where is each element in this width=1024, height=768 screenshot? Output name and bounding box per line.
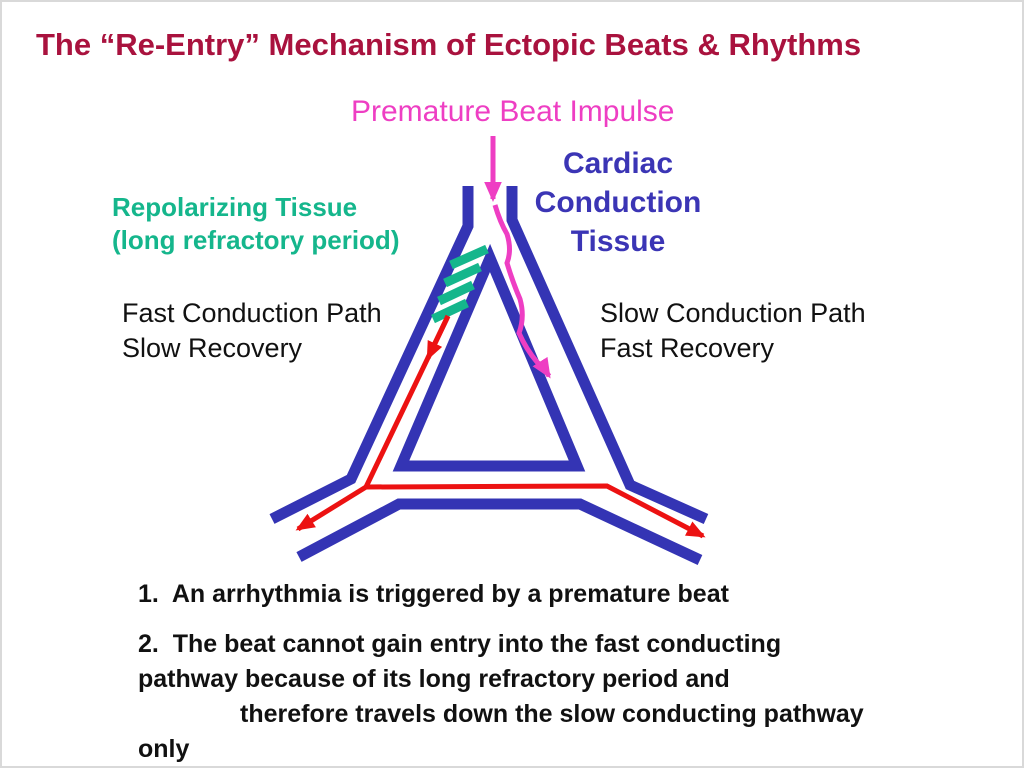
cardiac-conduction-tissue-label: Cardiac Conduction Tissue — [534, 147, 702, 258]
premature-beat-label: Premature Beat Impulse — [351, 95, 675, 128]
hatch-mark — [443, 262, 482, 288]
note-item-2-line-3: therefore travels down the slow conducti… — [240, 700, 864, 728]
repolarizing-tissue-label: Repolarizing Tissue (long refractory per… — [112, 192, 400, 256]
conduction-tissue-triangle — [269, 186, 709, 565]
slow-conduction-path-label: Slow Conduction Path Fast Recovery — [600, 298, 866, 364]
hatch-mark — [437, 280, 475, 306]
hatch-mark — [431, 298, 469, 324]
outer-bottom-wall — [296, 498, 703, 565]
hatch-mark — [449, 244, 489, 270]
note-item-2-line-1: 2. The beat cannot gain entry into the f… — [138, 630, 782, 658]
outer-right-wall — [506, 186, 709, 525]
red-bottom-left-arrow — [295, 484, 368, 532]
note-item-2-line-4: only — [138, 735, 190, 763]
slide-title: The “Re-Entry” Mechanism of Ectopic Beat… — [36, 27, 862, 62]
fast-path-red-arrows — [295, 314, 706, 539]
note-item-1: 1. An arrhythmia is triggered by a prema… — [138, 580, 729, 608]
note-item-2-line-2: pathway because of its long refractory p… — [138, 665, 730, 693]
red-bottom-right-arrow — [365, 483, 706, 539]
outer-left-wall — [269, 186, 474, 524]
refractory-hatch-marks — [431, 244, 489, 324]
premature-impulse-wavy-arrow — [492, 204, 552, 379]
red-left-branch-arrow — [425, 314, 451, 361]
premature-impulse-arrows — [484, 136, 552, 379]
fast-conduction-path-label: Fast Conduction Path Slow Recovery — [122, 298, 382, 364]
